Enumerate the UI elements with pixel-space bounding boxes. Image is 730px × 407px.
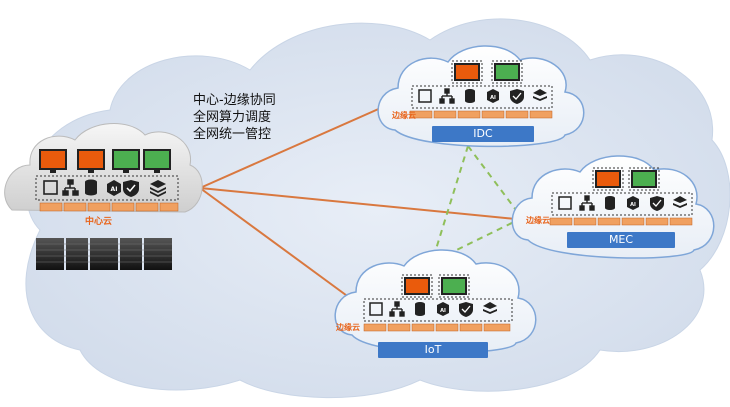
- svg-text:AI: AI: [630, 202, 636, 208]
- center-chip-row: [39, 202, 179, 212]
- ai-badge-icon: AI: [487, 89, 499, 103]
- svg-text:AI: AI: [111, 186, 118, 193]
- monitor-icon: [39, 149, 67, 170]
- network-tree-icon: [389, 301, 405, 317]
- link-mec-iot: [431, 217, 523, 263]
- center-cloud: AI: [4, 123, 203, 270]
- layers-icon: [673, 196, 687, 208]
- database-icon: [465, 89, 475, 103]
- cpu-icon: [369, 302, 383, 316]
- iot-chip-row: [363, 323, 511, 332]
- shield-check-icon: [459, 302, 473, 317]
- link-center-iot: [199, 187, 351, 299]
- shield-check-icon: [650, 196, 664, 211]
- svg-text:AI: AI: [440, 308, 446, 314]
- green-dashed-links: [431, 145, 523, 263]
- ai-badge-icon: AI: [437, 302, 449, 316]
- iot-label-bar: IoT: [378, 342, 488, 358]
- mec-chip-row: [549, 217, 693, 226]
- caption-line-1: 中心-边缘协同: [193, 93, 276, 108]
- svg-text:AI: AI: [490, 95, 496, 101]
- mec-label-bar: MEC: [567, 232, 675, 248]
- edge-cloud-idc: AI: [377, 45, 585, 148]
- idc-edge-tag: 边缘云: [392, 111, 416, 120]
- link-center-idc: [199, 102, 393, 189]
- ai-badge-icon: AI: [627, 196, 639, 210]
- shield-check-icon: [123, 180, 139, 197]
- layers-icon: [483, 302, 497, 314]
- monitor-icon: [112, 149, 140, 170]
- network-tree-icon: [439, 88, 455, 104]
- cpu-icon: [43, 180, 58, 195]
- shield-check-icon: [510, 89, 524, 104]
- orange-links: [199, 102, 527, 299]
- network-tree-icon: [62, 179, 79, 196]
- cpu-icon: [418, 89, 432, 103]
- database-icon: [605, 196, 615, 210]
- monitor-icon: [77, 149, 105, 170]
- server-rack-icon: [36, 238, 172, 270]
- idc-chip-row: [409, 110, 553, 119]
- database-icon: [85, 179, 97, 196]
- layers-icon: [150, 180, 166, 197]
- link-center-mec: [199, 187, 527, 221]
- diagram-caption: 中心-边缘协同 全网算力调度 全网统一管控: [193, 92, 276, 143]
- mec-edge-tag: 边缘云: [526, 216, 550, 225]
- iot-edge-tag: 边缘云: [336, 323, 360, 332]
- center-icon-row: AI: [43, 179, 166, 197]
- center-monitors: [39, 149, 171, 173]
- link-idc-mec: [467, 145, 523, 219]
- network-tree-icon: [579, 195, 595, 211]
- edge-cloud-iot: AI: [334, 249, 537, 354]
- idc-label-bar: IDC: [432, 126, 534, 142]
- ai-badge-icon: AI: [107, 180, 121, 196]
- monitor-icon: [143, 149, 171, 170]
- cpu-icon: [558, 196, 572, 210]
- caption-line-3: 全网统一管控: [193, 127, 272, 142]
- layers-icon: [533, 89, 547, 101]
- link-idc-iot: [431, 145, 469, 263]
- caption-line-2: 全网算力调度: [193, 110, 272, 125]
- database-icon: [415, 302, 425, 316]
- center-cloud-label: 中心云: [85, 217, 113, 227]
